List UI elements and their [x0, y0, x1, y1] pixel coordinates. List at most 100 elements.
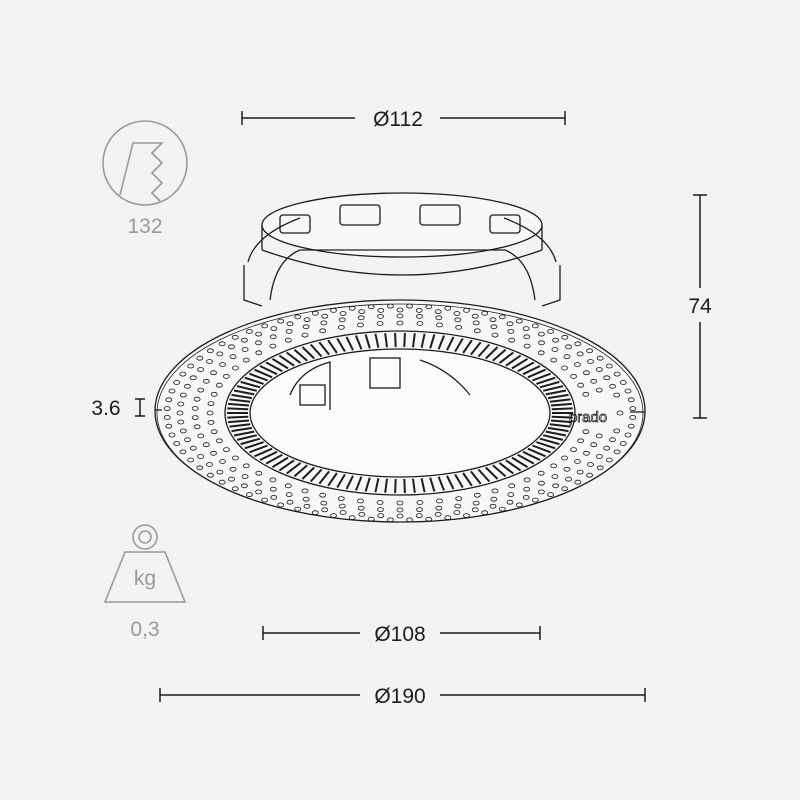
drainage-hole — [523, 486, 531, 492]
drainage-hole — [240, 483, 248, 489]
rib — [470, 470, 482, 485]
rib — [231, 426, 253, 433]
drainage-hole — [210, 450, 217, 456]
drainage-hole — [515, 502, 523, 508]
rib — [470, 341, 482, 356]
rib — [454, 337, 464, 353]
drainage-hole — [277, 318, 285, 324]
drainage-hole — [481, 510, 489, 516]
drainage-hole — [444, 305, 452, 311]
drainage-hole — [603, 445, 611, 451]
drainage-hole — [538, 340, 545, 346]
drainage-hole — [532, 323, 539, 329]
drainage-hole — [255, 480, 262, 486]
drainage-hole — [215, 382, 223, 388]
rib — [244, 441, 264, 450]
drainage-hole — [416, 507, 423, 513]
shore-hardness-icon — [102, 120, 188, 206]
drainage-hole — [319, 492, 327, 498]
rib — [403, 478, 406, 494]
drainage-hole — [269, 486, 277, 492]
drainage-hole — [406, 517, 414, 523]
drainage-holes — [163, 303, 637, 523]
drainage-hole — [471, 507, 479, 513]
rib — [233, 389, 255, 396]
drainage-hole — [357, 498, 364, 504]
rib — [394, 478, 397, 494]
drainage-hole — [582, 391, 590, 397]
rib — [498, 462, 514, 475]
drainage-hole — [210, 370, 217, 376]
drainage-hole — [320, 500, 328, 506]
drainage-hole — [583, 450, 590, 456]
rib — [549, 423, 571, 428]
drainage-hole — [454, 317, 462, 323]
rib — [318, 470, 330, 485]
drainage-hole — [163, 406, 171, 412]
drainage-hole — [473, 492, 481, 498]
dimension-outer-diameter — [159, 688, 646, 702]
drainage-hole — [396, 313, 404, 319]
drainage-hole — [255, 489, 263, 495]
drainage-hole — [285, 328, 293, 334]
drainage-hole — [538, 331, 545, 337]
drainage-hole — [358, 309, 366, 315]
drainage-hole — [613, 392, 621, 398]
drainage-hole — [532, 497, 539, 503]
drainage-hole — [444, 515, 452, 521]
rib — [318, 341, 330, 356]
drainage-hole — [367, 516, 375, 522]
rib — [485, 346, 499, 360]
drainage-hole — [301, 488, 309, 494]
drainage-hole — [396, 320, 404, 326]
rib — [542, 434, 564, 441]
drainage-hole — [586, 472, 593, 478]
thickness-label: 3.6 — [91, 397, 120, 420]
drainage-hole — [367, 304, 375, 310]
drainage-hole — [491, 488, 499, 494]
dimension-thickness — [135, 398, 145, 417]
rib — [485, 466, 499, 480]
top-diameter-label: Ø112 — [373, 108, 423, 131]
drainage-hole — [587, 462, 594, 467]
weight-value: 0,3 — [130, 618, 159, 641]
rib — [229, 398, 251, 403]
drainage-hole — [538, 489, 545, 495]
drainage-hole — [338, 503, 346, 509]
rib — [437, 476, 445, 491]
drainage-hole — [242, 463, 250, 469]
rib — [374, 478, 380, 493]
drainage-hole — [552, 337, 559, 343]
drainage-hole — [206, 410, 214, 416]
drainage-hole — [552, 483, 559, 489]
weight-unit: kg — [134, 567, 156, 590]
drainage-hole — [453, 510, 461, 515]
rib — [511, 456, 529, 468]
drainage-hole — [206, 472, 214, 478]
drainage-hole — [386, 303, 394, 309]
drainage-hole — [629, 414, 637, 420]
rib — [551, 415, 573, 419]
drainage-hole — [348, 305, 356, 311]
drainage-hole — [436, 322, 443, 328]
rib — [527, 368, 546, 379]
drainage-hole — [481, 310, 489, 316]
drainage-hole — [330, 307, 337, 313]
drainage-hole — [416, 313, 423, 319]
drainage-hole — [165, 423, 173, 429]
rib — [412, 478, 416, 493]
drainage-hole — [168, 432, 176, 438]
drainage-hole — [231, 334, 239, 340]
drainage-hole — [538, 480, 545, 486]
drainage-hole — [179, 449, 187, 455]
rib — [505, 459, 522, 472]
drainage-hole — [576, 351, 584, 357]
drainage-hole — [286, 499, 294, 505]
rib — [244, 376, 264, 385]
drainage-hole — [619, 441, 627, 446]
drainage-hole — [396, 513, 404, 519]
drainage-hole — [177, 401, 185, 407]
drainage-hole — [537, 470, 545, 476]
drainage-hole — [215, 438, 223, 444]
rib — [301, 346, 315, 360]
